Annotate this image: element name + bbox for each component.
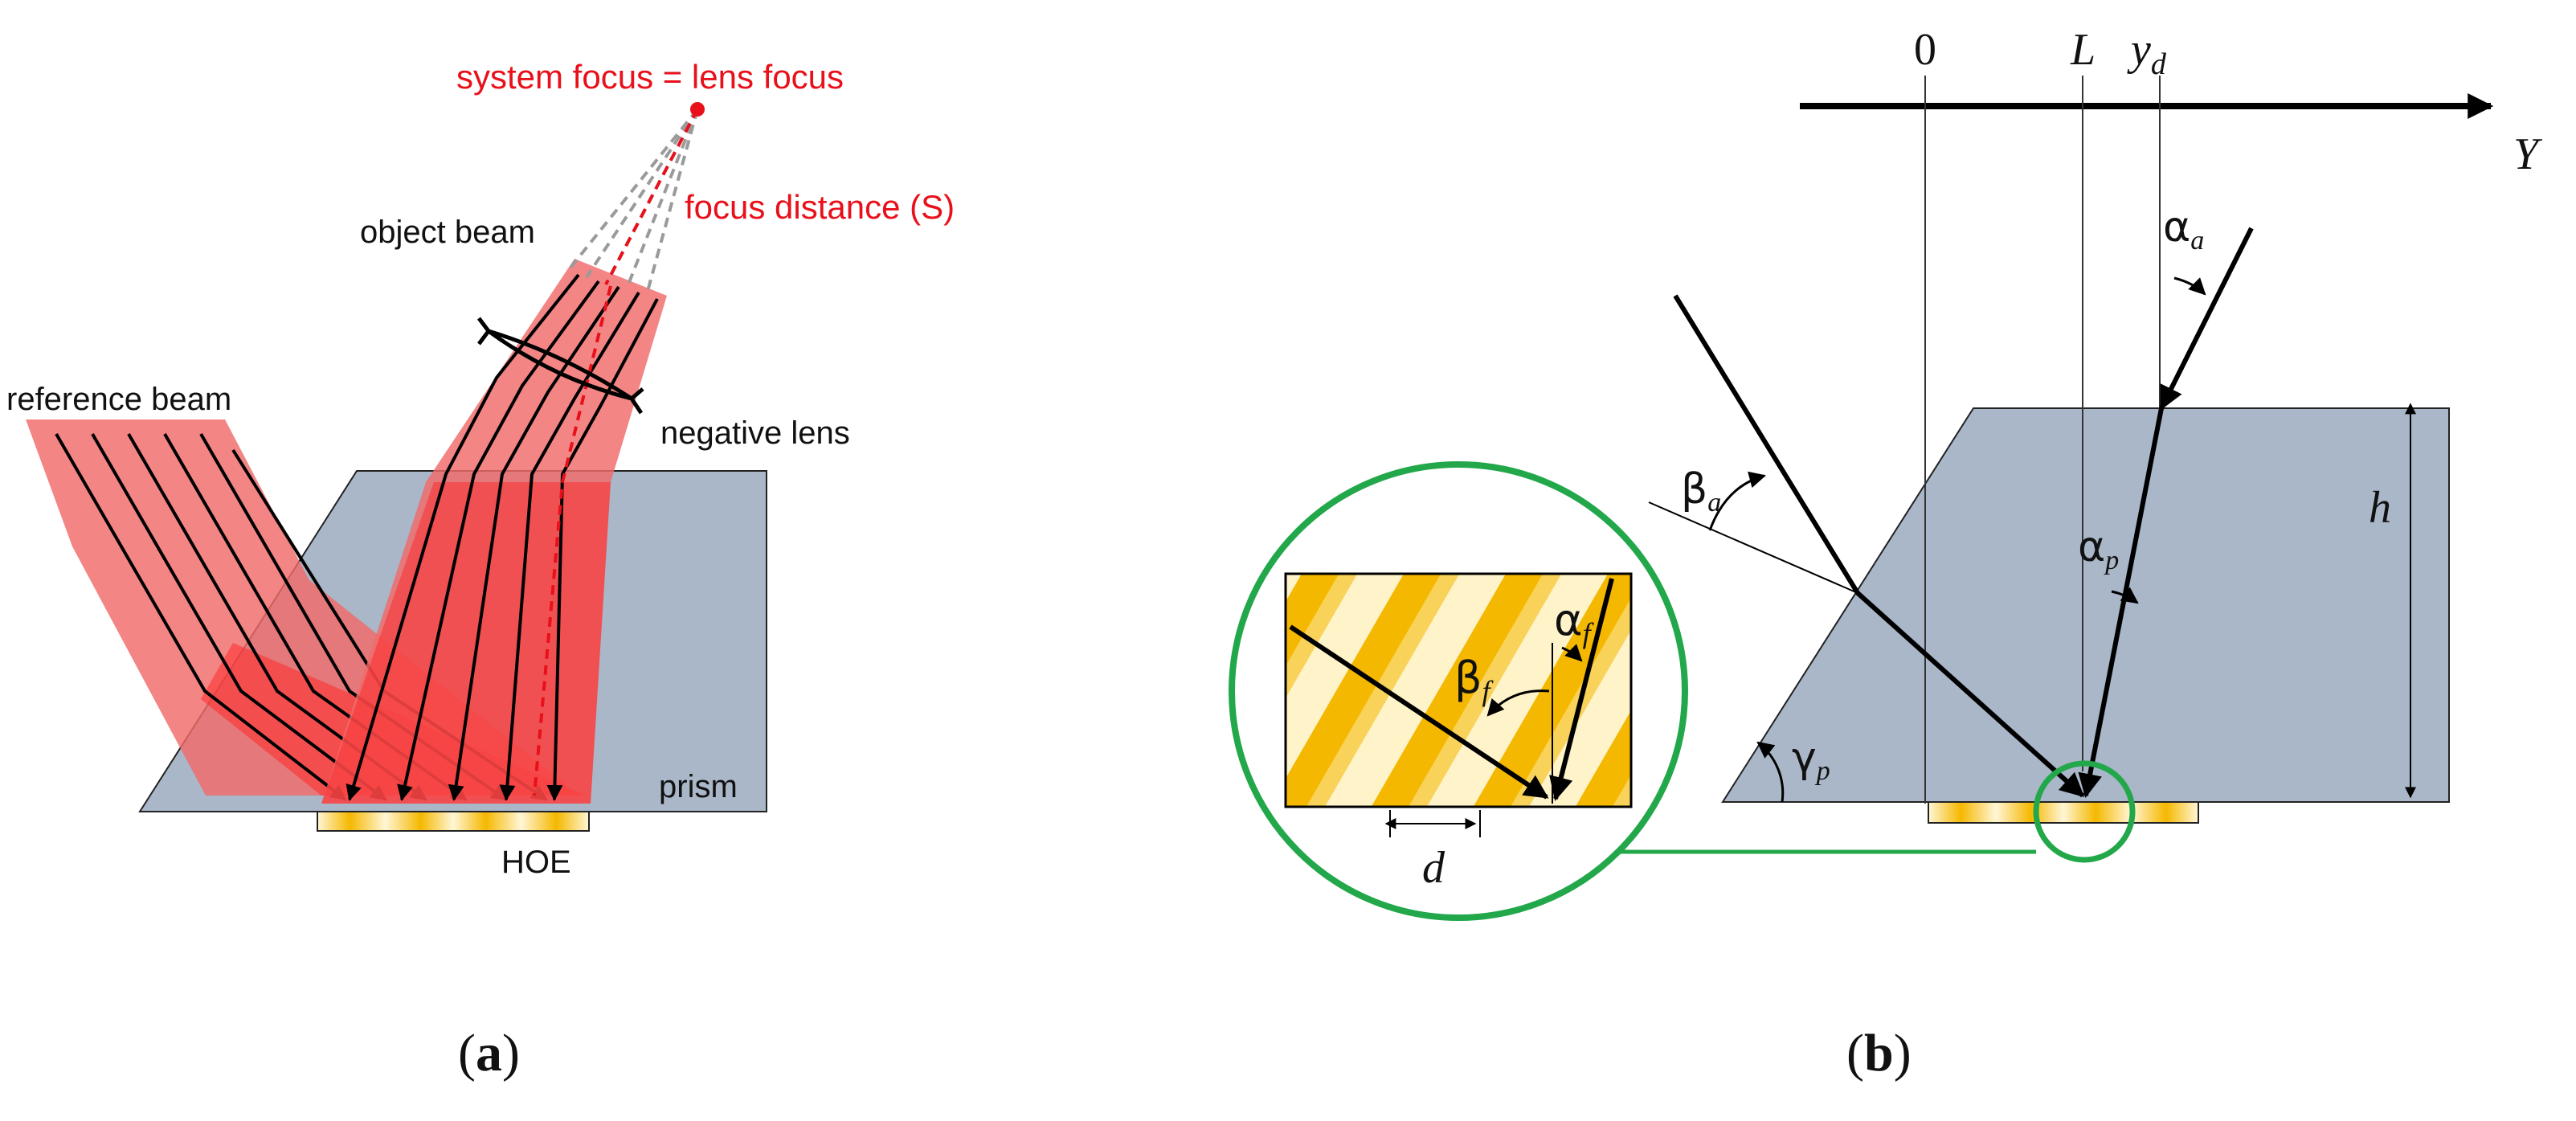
- label-focus-distance: focus distance (S): [685, 188, 955, 226]
- label-d: d: [1422, 843, 1445, 893]
- label-system-focus: system focus = lens focus: [456, 58, 844, 96]
- label-alpha-f: αf: [1554, 595, 1595, 649]
- prism-b: [1721, 407, 2450, 803]
- inset-ray-beta: [1289, 624, 1549, 800]
- label-gamma-p: γp: [1792, 734, 1830, 786]
- focus-highlight-circle: [2033, 760, 2136, 863]
- axis-label-yd: yd: [2127, 25, 2167, 81]
- label-negative-lens: negative lens: [660, 415, 850, 451]
- panel-b: 0 L yd Y h γp βa αa αp: [1229, 25, 2543, 1082]
- system-focus-point: [690, 102, 705, 117]
- inset-ray-alpha: [1549, 578, 1614, 801]
- label-prism: prism: [659, 769, 738, 804]
- label-alpha-p: αp: [2078, 523, 2119, 575]
- label-beta-a: βa: [1681, 465, 1721, 518]
- panel-a: system focus = lens focus focus distance…: [6, 58, 955, 1082]
- label-object-beam: object beam: [360, 215, 535, 250]
- axis-name-Y: Y: [2513, 129, 2543, 179]
- reference-lines: [1924, 76, 2161, 804]
- label-reference-beam: reference beam: [6, 382, 231, 417]
- label-alpha-a: αa: [2163, 203, 2204, 256]
- caption-b: (b): [1846, 1024, 1912, 1082]
- label-h: h: [2369, 483, 2391, 533]
- ray-alpha: [2159, 227, 2254, 411]
- inset-magnifier: βf αf d: [1229, 461, 1688, 921]
- ray-beta: [1673, 294, 2085, 798]
- caption-a: (a): [458, 1024, 520, 1082]
- object-beam: [321, 108, 699, 804]
- label-hoe: HOE: [501, 845, 571, 880]
- hoe-b: [1928, 801, 2199, 824]
- axis-label-L: L: [2070, 25, 2096, 75]
- axis-label-zero: 0: [1914, 25, 1936, 75]
- hoe-a: [317, 811, 590, 832]
- negative-lens: [477, 317, 644, 415]
